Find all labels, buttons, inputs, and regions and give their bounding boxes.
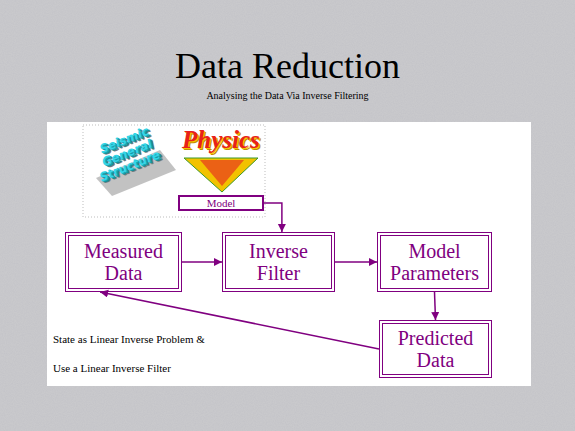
node-text-group: Model Parameters <box>385 240 484 284</box>
flow-arrow <box>264 203 282 232</box>
flow-arrow <box>100 292 379 349</box>
diagram-title: Data Reduction <box>0 44 575 88</box>
process-box: Inverse Filter <box>222 232 335 292</box>
note-text: Use a Linear Inverse Filter <box>53 362 171 374</box>
model-box: Model <box>178 195 264 211</box>
white-panel <box>47 122 531 386</box>
node-text-group: Inverse Filter <box>230 240 327 284</box>
process-box: Model Parameters <box>377 232 492 292</box>
flow-arrow <box>335 261 377 263</box>
note-text: State as Linear Inverse Problem & <box>53 333 205 345</box>
process-box: Measured Data <box>65 232 182 292</box>
physics-triangle <box>184 158 258 192</box>
node-text-group: Measured Data <box>73 240 174 284</box>
physics-triangle-inner <box>200 160 244 186</box>
flow-arrow <box>435 292 436 320</box>
node-label: Model Parameters <box>385 240 484 284</box>
node-text-group: Model <box>207 197 236 209</box>
flow-arrow <box>182 261 222 263</box>
physics-3d-text: Physics <box>182 126 260 154</box>
seismic-3d-text: Seismic General Structure <box>90 121 163 186</box>
process-box: Predicted Data <box>379 320 492 378</box>
node-label: Predicted Data <box>387 327 484 371</box>
node-label: Model <box>207 197 236 209</box>
node-label: Inverse Filter <box>230 240 327 284</box>
node-text-group: Predicted Data <box>387 327 484 371</box>
subtitle: Analysing the Data Via Inverse Filtering <box>0 90 575 101</box>
node-label: Measured Data <box>73 240 174 284</box>
